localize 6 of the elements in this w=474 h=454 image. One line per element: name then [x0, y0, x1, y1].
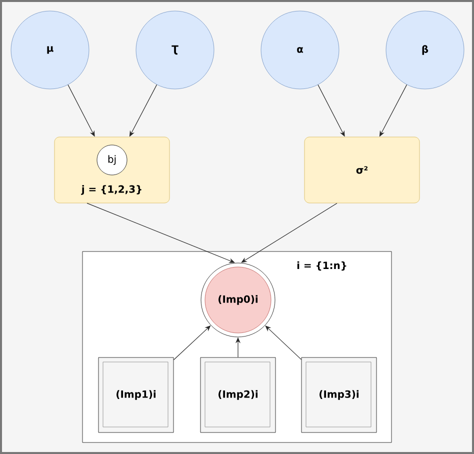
arrow: [86, 202, 235, 263]
parameter-box: σ²: [304, 136, 420, 204]
observed-box: (Imp1)i: [98, 357, 174, 433]
arrow: [241, 202, 338, 263]
observed-box: (Imp2)i: [200, 357, 276, 433]
observed-box: (Imp3)i: [301, 357, 377, 433]
